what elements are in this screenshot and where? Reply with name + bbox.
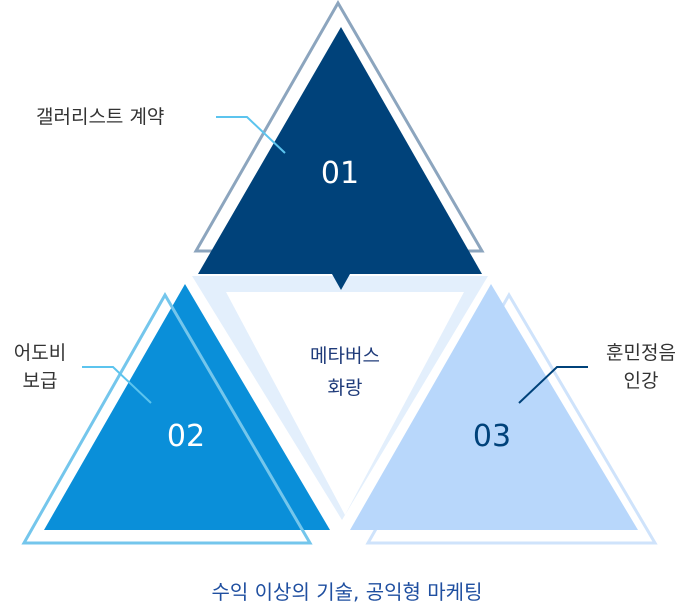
- triangle-03-label-line: 훈민정음: [606, 342, 676, 364]
- callout-line-02: [82, 366, 152, 404]
- triangle-02-label-line: 보급: [22, 370, 58, 392]
- center-label-line: 화랑: [327, 377, 363, 399]
- triangle-03-shape: [350, 284, 638, 530]
- triangle-03-label: 훈민정음 인강: [588, 339, 694, 395]
- triangle-02-label: 어도비 보급: [0, 339, 80, 395]
- triangle-02-shape: [44, 284, 330, 530]
- triangle-02-outline: [21, 291, 313, 545]
- triangle-01-shape: [198, 27, 482, 274]
- callout-line-03: [518, 366, 588, 404]
- center-label: 메타버스 화랑: [290, 340, 400, 404]
- diagram-caption: 수익 이상의 기술, 공익형 마케팅: [211, 580, 483, 604]
- triangle-01-label: 갤러리스트 계약: [36, 103, 164, 131]
- center-label-line: 메타버스: [310, 345, 380, 367]
- callout-line-01: [216, 116, 286, 154]
- triangle-02-label-line: 어도비: [13, 342, 67, 364]
- triangle-01-number: 01: [320, 156, 360, 191]
- triangle-02-number: 02: [166, 419, 206, 454]
- triangle-01-label-line: 갤러리스트 계약: [36, 106, 165, 128]
- center-white-triangle: [226, 292, 464, 515]
- triangle-01-pointer: [332, 274, 350, 290]
- triangle-03-label-line: 인강: [623, 370, 659, 392]
- triangle-03-number: 03: [472, 419, 512, 454]
